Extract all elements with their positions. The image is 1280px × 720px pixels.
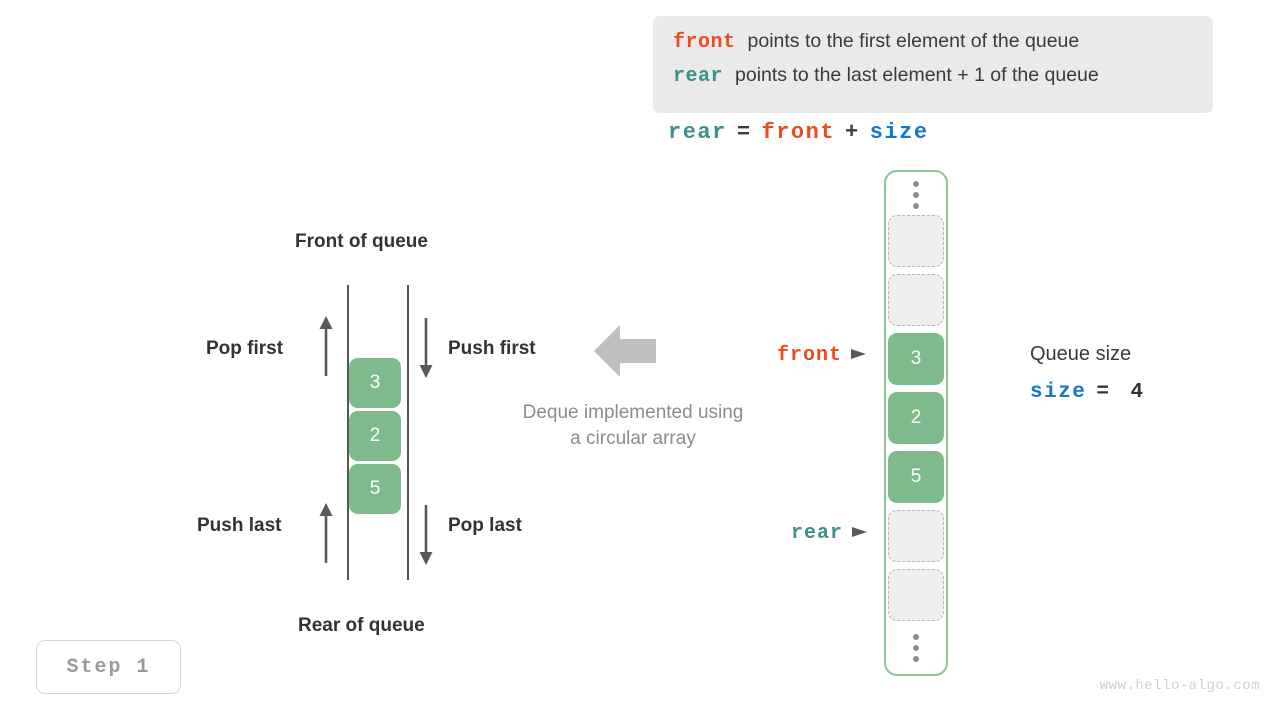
legend-text-rear: points to the last element + 1 of the qu…: [735, 64, 1099, 86]
legend-line-rear: rear points to the last element + 1 of t…: [673, 64, 1193, 98]
array-slot-4-filled: 2: [888, 392, 944, 444]
push-first-arrow-icon: [419, 318, 433, 378]
legend-text-front: points to the first element of the queue: [747, 30, 1080, 52]
formula-equals: =: [736, 120, 752, 145]
array-slot-5-filled: 5: [888, 451, 944, 503]
formula-rear-equals-front-plus-size: rear = front + size: [668, 120, 929, 145]
step-badge: Step 1: [36, 640, 181, 694]
array-ellipsis-top: [908, 181, 924, 209]
pop-last-label: Pop last: [448, 515, 522, 536]
deque-cell-0-value: 3: [369, 372, 381, 393]
front-pointer-arrow-icon: [851, 344, 867, 367]
queue-size-var: size: [1030, 381, 1087, 404]
pop-last-arrow-icon: [419, 505, 433, 565]
queue-size-expression: size = 4: [1030, 381, 1155, 404]
array-slot-3-filled: 3: [888, 333, 944, 385]
legend-keyword-rear: rear: [673, 65, 724, 88]
formula-plus: +: [845, 120, 860, 145]
deque-right-rail: [407, 285, 409, 580]
rear-pointer: rear: [791, 522, 868, 545]
deque-implementation-hint: Deque implemented using a circular array: [492, 400, 774, 452]
formula-rhs-size: size: [869, 120, 929, 145]
legend-box: front points to the first element of the…: [653, 16, 1213, 113]
hint-line-2: a circular array: [570, 428, 696, 449]
legend-keyword-front: front: [673, 31, 736, 54]
watermark: www.hello-algo.com: [1099, 678, 1260, 694]
formula-lhs: rear: [668, 120, 727, 145]
legend-line-front: front points to the first element of the…: [673, 30, 1193, 64]
array-slot-5-value: 5: [910, 466, 922, 487]
queue-size-title: Queue size: [1030, 343, 1132, 365]
push-last-arrow-icon: [319, 503, 333, 563]
array-slot-2-empty: [888, 274, 944, 326]
array-slot-1-empty: [888, 215, 944, 267]
deque-cell-1-value: 2: [369, 425, 381, 446]
array-slot-4-value: 2: [910, 407, 922, 428]
queue-size-equals: =: [1096, 381, 1111, 404]
array-ellipsis-bottom: [908, 634, 924, 662]
array-slot-3-value: 3: [910, 348, 922, 369]
mapping-left-arrow-icon: [594, 325, 656, 377]
push-first-label: Push first: [448, 338, 536, 359]
rear-pointer-label: rear: [791, 522, 844, 545]
formula-rhs-front: front: [761, 120, 836, 145]
front-pointer-label: front: [777, 344, 843, 367]
pop-first-label: Pop first: [206, 338, 284, 359]
queue-size-value: 4: [1130, 381, 1145, 404]
push-last-label: Push last: [197, 515, 282, 536]
front-of-queue-label: Front of queue: [295, 231, 428, 252]
deque-cell-1: 2: [349, 411, 401, 461]
deque-cell-0: 3: [349, 358, 401, 408]
deque-cell-2: 5: [349, 464, 401, 514]
pop-first-arrow-icon: [319, 316, 333, 376]
deque-left-rail: [347, 285, 349, 580]
hint-line-1: Deque implemented using: [522, 402, 744, 423]
rear-of-queue-label: Rear of queue: [298, 615, 425, 636]
array-slot-6-empty: [888, 510, 944, 562]
front-pointer: front: [777, 344, 867, 367]
rear-pointer-arrow-icon: [852, 522, 868, 545]
array-slot-7-empty: [888, 569, 944, 621]
deque-cell-2-value: 5: [369, 478, 381, 499]
